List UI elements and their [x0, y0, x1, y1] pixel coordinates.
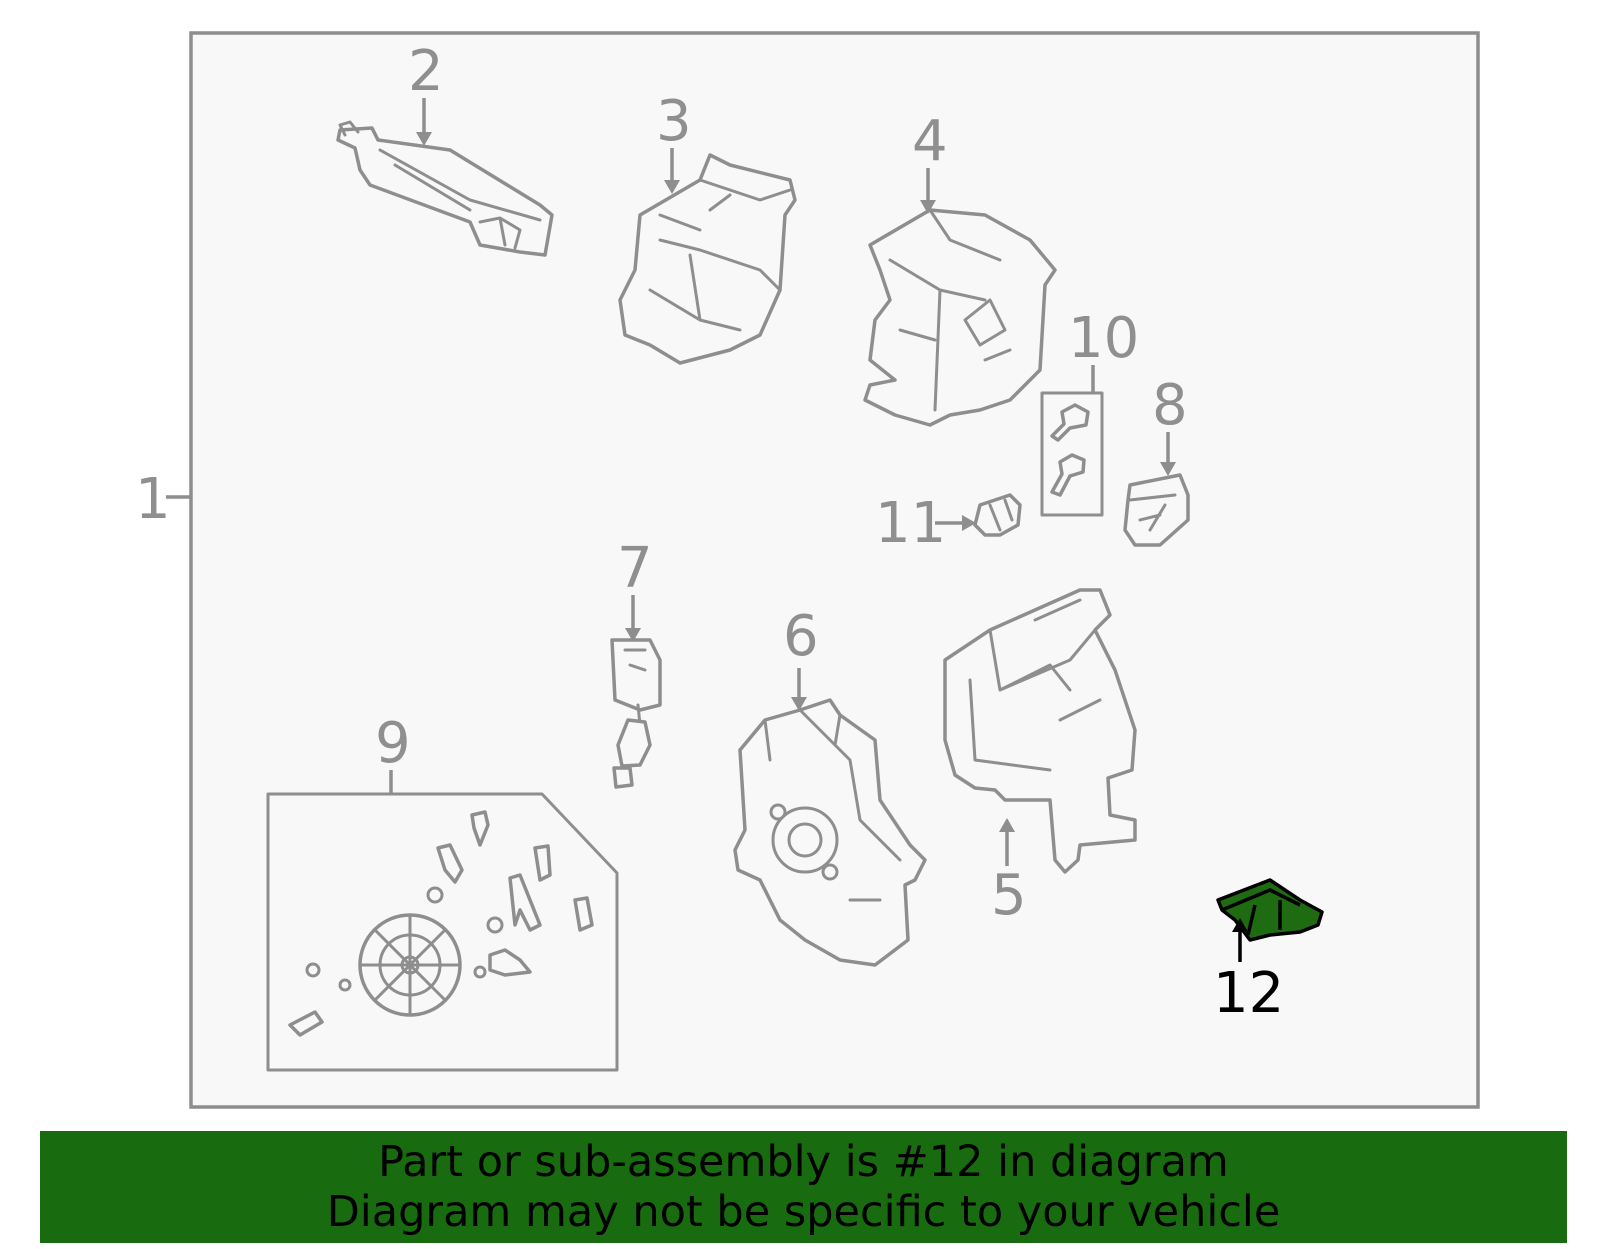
leader-arrow-6 — [791, 697, 807, 711]
part-9 — [266, 792, 619, 1072]
leader-arrow-12 — [1232, 918, 1248, 932]
callout-6: 6 — [783, 604, 819, 669]
part-2 — [336, 120, 554, 257]
leader-arrow-3 — [664, 180, 680, 194]
leader-arrow-7 — [625, 628, 641, 642]
leader-arrow-8 — [1160, 462, 1176, 476]
callout-3: 3 — [656, 89, 692, 154]
callout-9: 9 — [375, 711, 411, 776]
part-8 — [1123, 473, 1190, 547]
callout-12: 12 — [1213, 961, 1284, 1026]
leader-arrow-4 — [920, 200, 936, 214]
callout-2: 2 — [408, 39, 444, 104]
info-banner: Part or sub-assembly is #12 in diagram D… — [40, 1131, 1567, 1243]
part-11 — [973, 493, 1022, 537]
callout-11: 11 — [875, 491, 946, 556]
banner-line-disclaimer: Diagram may not be specific to your vehi… — [326, 1187, 1281, 1237]
part-10 — [1040, 391, 1104, 517]
callout-10: 10 — [1068, 306, 1139, 371]
part-7 — [610, 638, 662, 789]
leader-arrow-5 — [999, 818, 1015, 832]
parts-diagram: 1 2 3 4 10 8 11 — [135, 31, 1480, 1109]
banner-line-part: Part or sub-assembly is #12 in diagram — [378, 1137, 1229, 1187]
callout-4: 4 — [912, 109, 948, 174]
leader-arrow-2 — [416, 132, 432, 146]
part-3 — [618, 153, 797, 365]
leader-arrow-11 — [962, 515, 976, 531]
part-6 — [733, 698, 927, 967]
part-5 — [943, 588, 1137, 874]
part-4 — [863, 208, 1057, 427]
callout-8: 8 — [1152, 373, 1188, 438]
callout-5: 5 — [991, 863, 1027, 928]
callout-1: 1 — [135, 467, 171, 532]
callout-7: 7 — [617, 536, 653, 601]
